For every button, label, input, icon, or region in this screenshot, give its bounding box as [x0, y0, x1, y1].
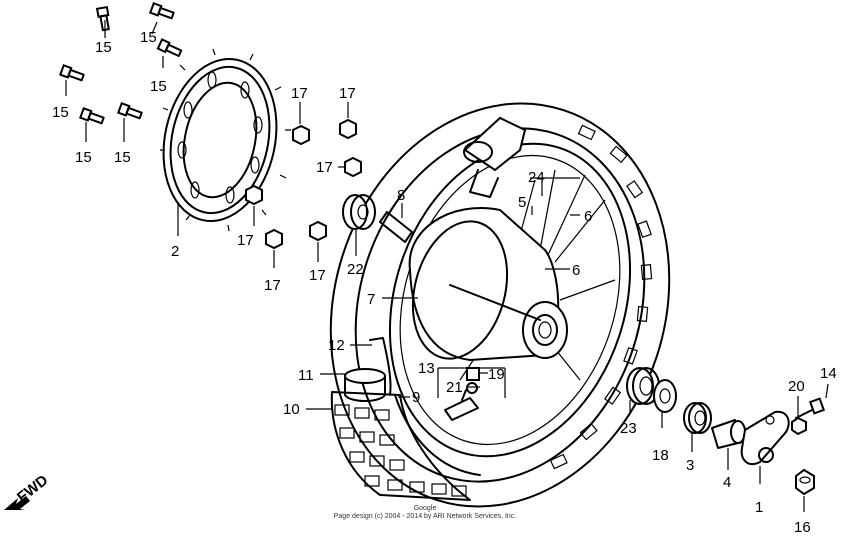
- callout-15: 15: [150, 78, 167, 95]
- dust-seal-3: [683, 402, 712, 434]
- callout-labels: 15 15 15 15 15 15 2 17 17 17 17 17 17 22…: [52, 29, 837, 536]
- chain-adjuster-1: [740, 410, 790, 466]
- group-bracket-13: [437, 367, 506, 398]
- brake-cam-arm: [463, 116, 527, 198]
- callout-15: 15: [95, 39, 112, 56]
- fwd-label: FWD: [14, 472, 52, 507]
- copyright-line-1: Google: [413, 505, 437, 512]
- callout-18: 18: [652, 447, 669, 464]
- callout-9: 9: [412, 389, 420, 406]
- callout-17: 17: [237, 232, 254, 249]
- side-collar-4: [711, 419, 746, 449]
- axle-nut-16: [795, 468, 815, 496]
- callout-22: 22: [347, 261, 364, 278]
- callout-5: 5: [518, 194, 526, 211]
- callout-3: 3: [686, 457, 694, 474]
- bearing-18: [653, 379, 677, 413]
- axle-sleeve: [379, 211, 413, 243]
- callout-21: 21: [446, 379, 463, 396]
- callout-20: 20: [788, 378, 805, 395]
- sprocket-bolts: [59, 2, 183, 125]
- callout-12: 12: [328, 337, 345, 354]
- callout-17: 17: [291, 85, 308, 102]
- callout-6: 6: [584, 208, 592, 225]
- callout-4: 4: [723, 474, 731, 491]
- callout-17: 17: [309, 267, 326, 284]
- callout-19: 19: [488, 366, 505, 383]
- callout-2: 2: [171, 243, 179, 260]
- callout-10: 10: [283, 401, 300, 418]
- callout-17: 17: [264, 277, 281, 294]
- callout-7: 7: [367, 291, 375, 308]
- hub: [408, 207, 568, 362]
- callout-15: 15: [75, 149, 92, 166]
- callout-1: 1: [755, 499, 763, 516]
- callout-17: 17: [316, 159, 333, 176]
- rim-band: [344, 368, 386, 402]
- copyright-line-2: Page design (c) 2004 - 2014 by ARI Netwo…: [333, 513, 517, 520]
- rim-strip: [369, 337, 392, 396]
- callout-11: 11: [298, 367, 314, 384]
- leader-lines: [65, 20, 829, 512]
- callout-8: 8: [397, 187, 405, 204]
- collar: [342, 194, 376, 230]
- callout-17: 17: [339, 85, 356, 102]
- callout-15: 15: [140, 29, 157, 46]
- callout-15: 15: [52, 104, 69, 121]
- valve-stem: [444, 367, 480, 421]
- callout-6: 6: [572, 262, 580, 279]
- callout-14: 14: [820, 365, 837, 382]
- sprocket-nuts: [245, 118, 362, 250]
- callout-15: 15: [114, 149, 131, 166]
- sprocket: [160, 48, 291, 232]
- callout-16: 16: [794, 519, 811, 536]
- adjuster-bolt-14: [795, 397, 826, 419]
- adjuster-nut-20: [791, 416, 807, 436]
- callout-13: 13: [418, 360, 435, 377]
- callout-24: 24: [528, 169, 545, 186]
- callout-23: 23: [620, 420, 637, 437]
